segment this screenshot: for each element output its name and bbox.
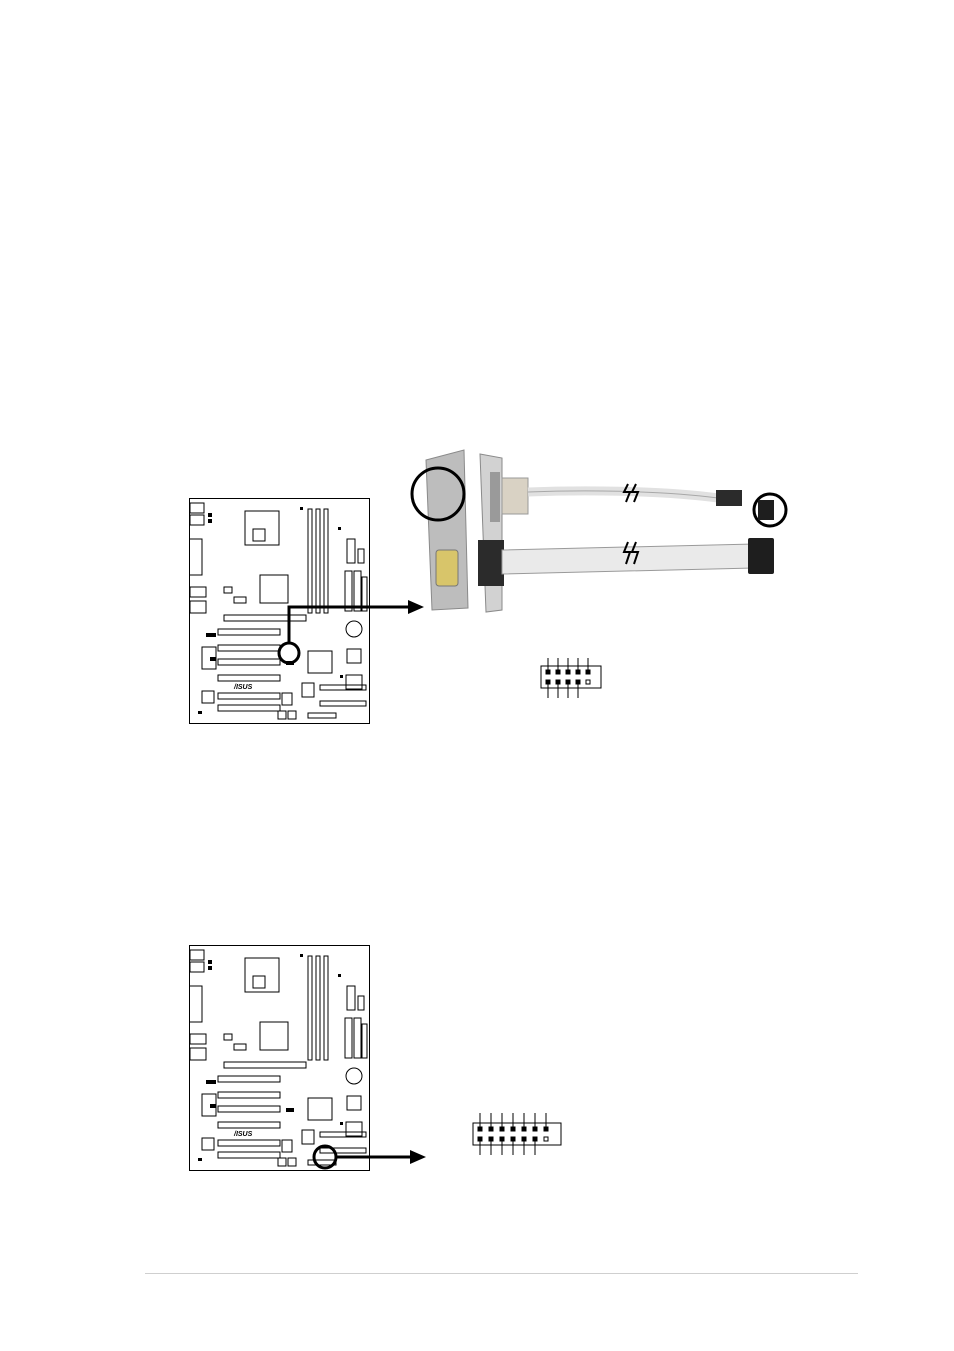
connector-highlight-circle (314, 1146, 336, 1168)
header-pins (478, 1113, 548, 1155)
footer-rule (145, 1273, 858, 1274)
arrow-head (410, 1150, 426, 1164)
connector-header-7x2 (470, 1111, 564, 1157)
